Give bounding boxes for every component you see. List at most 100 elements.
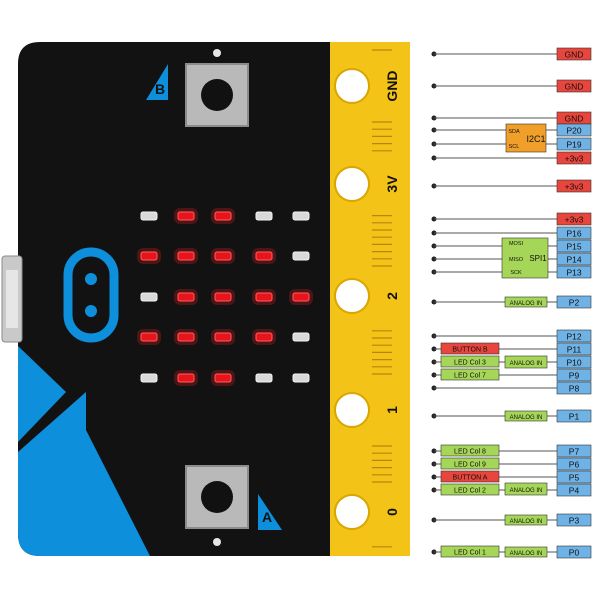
led-r1-c4 — [255, 211, 273, 221]
pin-name: +3v3 — [565, 182, 584, 192]
pin-name: GND — [565, 82, 584, 92]
led-matrix — [137, 208, 313, 386]
pin-name: P1 — [569, 412, 580, 422]
pin-label-p13: P13 — [556, 265, 592, 279]
led-col9-func-text: LED Col 9 — [454, 462, 486, 469]
pin-label-p11: P11 — [556, 342, 592, 356]
led-r2-c2 — [174, 248, 198, 264]
pin-label-3v3: +3v3 — [556, 179, 592, 193]
led-col3-func-text: LED Col 3 — [454, 360, 486, 367]
led-r5-c2 — [174, 370, 198, 386]
pin-label-gnd: GND — [556, 47, 592, 61]
analog-in-p0: ANALOG IN — [504, 546, 548, 558]
analog-in-p1: ANALOG IN — [504, 410, 548, 422]
button-b-func: BUTTON B — [440, 342, 500, 355]
led-r1-c5 — [292, 211, 310, 221]
led-r5-c5 — [292, 373, 310, 383]
pin-name: GND — [565, 114, 584, 124]
pin-label-gnd: GND — [556, 79, 592, 93]
pin-label-p10: P10 — [556, 355, 592, 369]
pin-label-p16: P16 — [556, 226, 592, 240]
edge-pad-label: 2 — [384, 292, 400, 300]
led-col1-func: LED Col 1 — [440, 545, 500, 558]
led-r3-c1 — [140, 292, 158, 302]
logo-loop — [63, 247, 119, 343]
led-r2-c1 — [137, 248, 161, 264]
led-r4-c4 — [252, 329, 276, 345]
blue-triangle-1 — [18, 346, 66, 442]
edge-pad-label: 1 — [384, 406, 400, 414]
pin-name: P6 — [569, 460, 580, 470]
blue-triangle-3 — [86, 430, 150, 556]
analog-in-p4: ANALOG IN — [504, 482, 548, 496]
pin-name: P3 — [569, 516, 580, 526]
pin-name: P19 — [566, 140, 581, 150]
led-r2-c3 — [211, 248, 235, 264]
pin-label-p6: P6 — [556, 457, 592, 471]
led-r3-c2 — [174, 289, 198, 305]
analog-in-p1-text: ANALOG IN — [510, 415, 543, 421]
pin-label-gnd: GND — [556, 111, 592, 125]
board-body — [18, 42, 372, 556]
spi-mosi-label: MOSI — [509, 241, 524, 247]
analog-in-p10: ANALOG IN — [504, 355, 548, 369]
led-col8-func-text: LED Col 8 — [454, 449, 486, 456]
led-col1-func-text: LED Col 1 — [454, 550, 486, 557]
led-col3-func: LED Col 3 — [440, 355, 500, 368]
edge-pad-label: GND — [384, 70, 400, 101]
led-col7-func: LED Col 7 — [440, 368, 500, 381]
led-r4-c5 — [292, 332, 310, 342]
i2c-group-box — [505, 123, 547, 153]
pin-label-p15: P15 — [556, 239, 592, 253]
pin-name: P15 — [566, 242, 581, 252]
pin-name: P13 — [566, 268, 581, 278]
led-r1-c2 — [174, 208, 198, 224]
edge-pad-label: 3V — [384, 175, 400, 193]
pin-name: P16 — [566, 229, 581, 239]
pin-name: P8 — [569, 384, 580, 394]
pin-label-p7: P7 — [556, 444, 592, 458]
analog-in-p2: ANALOG IN — [504, 296, 548, 308]
led-r4-c2 — [174, 329, 198, 345]
led-r1-c1 — [140, 211, 158, 221]
led-r5-c3 — [211, 370, 235, 386]
pin-name: P20 — [566, 126, 581, 136]
button-a-func: BUTTON A — [440, 470, 500, 483]
pin-name: P0 — [569, 548, 580, 558]
spi-label: SPI1 — [529, 254, 547, 263]
led-r4-c3 — [211, 329, 235, 345]
pin-name: P2 — [569, 298, 580, 308]
edge-pad-1 — [334, 392, 370, 428]
pin-name: +3v3 — [565, 154, 584, 164]
button-a[interactable] — [185, 465, 249, 529]
led-r4-c1 — [137, 329, 161, 345]
edge-pad-gnd — [334, 68, 370, 104]
led-col9-func: LED Col 9 — [440, 457, 500, 470]
led-r2-c4 — [252, 248, 276, 264]
button-a-func-text: BUTTON A — [453, 475, 488, 482]
blue-triangle-2 — [18, 392, 86, 556]
pin-label-p8: P8 — [556, 381, 592, 395]
button-b[interactable] — [185, 63, 249, 127]
led-col7-func-text: LED Col 7 — [454, 373, 486, 380]
led-col8-func: LED Col 8 — [440, 444, 500, 457]
button-a-marker: A — [258, 494, 282, 530]
logo-dot-top — [85, 273, 97, 285]
usb-port — [6, 270, 18, 328]
pin-label-p14: P14 — [556, 252, 592, 266]
pin-label-3v3: +3v3 — [556, 212, 592, 226]
analog-in-p3-text: ANALOG IN — [510, 519, 543, 525]
led-col2-func: LED Col 2 — [440, 483, 500, 496]
led-r5-c4 — [255, 373, 273, 383]
pin-name: P5 — [569, 473, 580, 483]
analog-in-p0-text: ANALOG IN — [510, 551, 543, 557]
pin-label-p3: P3 — [556, 513, 592, 527]
analog-in-p3: ANALOG IN — [504, 514, 548, 526]
led-r3-c3 — [211, 289, 235, 305]
pin-label-p0: P0 — [556, 545, 592, 559]
i2c-scl-label: SCL — [509, 144, 520, 150]
i2c-sda-label: SDA — [508, 129, 520, 135]
